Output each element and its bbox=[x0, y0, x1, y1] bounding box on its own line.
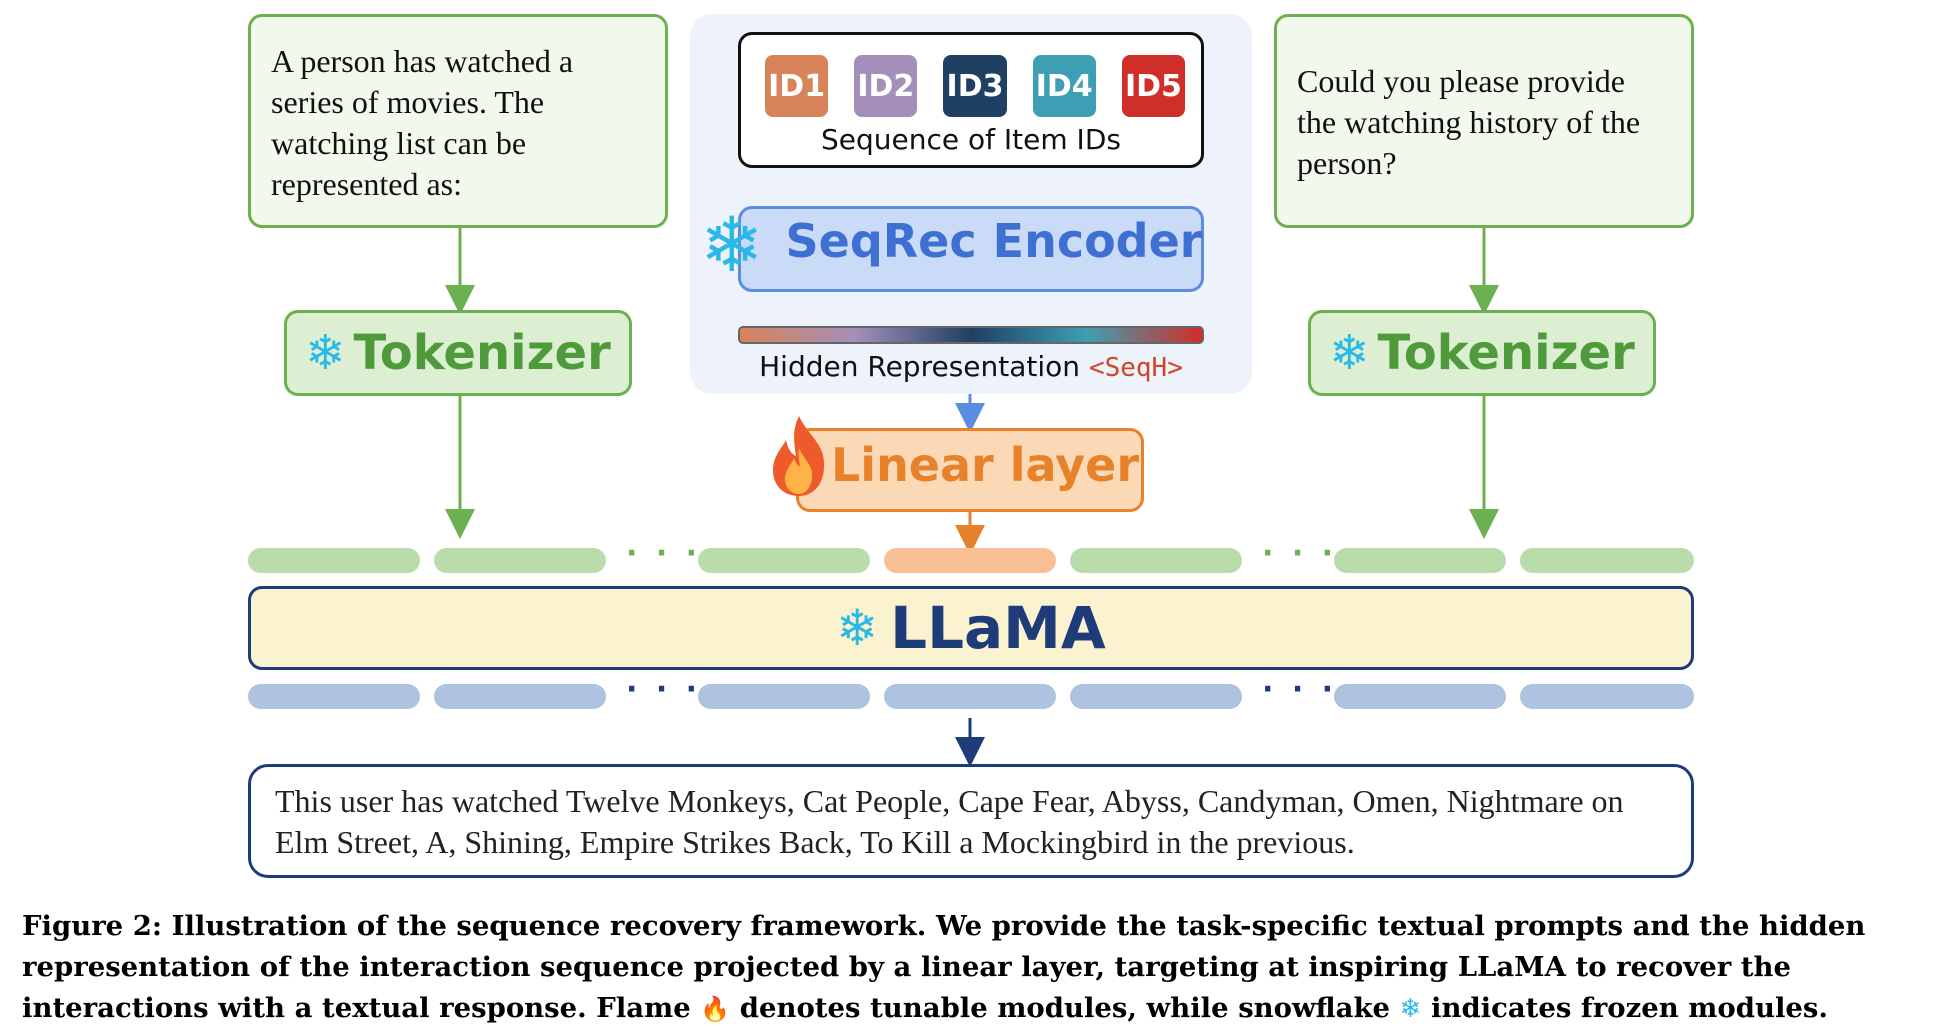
hidden-representation-label: Hidden Representation bbox=[759, 350, 1081, 383]
left-prompt-box: A person has watched a series of movies.… bbox=[248, 14, 668, 228]
input-token bbox=[698, 548, 870, 573]
llama-label: LLaMA bbox=[890, 594, 1106, 662]
ellipsis: · · · bbox=[626, 536, 702, 571]
output-token bbox=[1070, 684, 1242, 709]
caption-suffix: indicates frozen modules. bbox=[1431, 992, 1828, 1024]
caption-middle: denotes tunable modules, while snowflake bbox=[739, 992, 1391, 1024]
output-token bbox=[248, 684, 420, 709]
input-token bbox=[1334, 548, 1506, 573]
output-box: This user has watched Twelve Monkeys, Ca… bbox=[248, 764, 1694, 878]
right-prompt-box: Could you please provide the watching hi… bbox=[1274, 14, 1694, 228]
snowflake-icon: ❄ bbox=[836, 599, 879, 657]
output-token bbox=[1520, 684, 1694, 709]
id-chip-row: ID1 ID2 ID3 ID4 ID5 bbox=[765, 55, 1186, 117]
output-token bbox=[434, 684, 606, 709]
input-token bbox=[1520, 548, 1694, 573]
hidden-representation-bar bbox=[738, 326, 1204, 344]
id-chip: ID2 bbox=[854, 55, 918, 117]
snowflake-icon: ❄ bbox=[700, 200, 764, 289]
output-token bbox=[884, 684, 1056, 709]
flame-icon: 🔥 bbox=[700, 995, 731, 1023]
left-tokenizer-box: ❄ Tokenizer bbox=[284, 310, 632, 396]
snowflake-icon: ❄ bbox=[1399, 994, 1422, 1024]
id-chip: ID3 bbox=[943, 55, 1007, 117]
left-tokenizer-label: Tokenizer bbox=[353, 325, 611, 381]
snowflake-icon: ❄ bbox=[1329, 325, 1370, 381]
sequence-label: Sequence of Item IDs bbox=[821, 123, 1121, 156]
output-token bbox=[698, 684, 870, 709]
id-chip: ID1 bbox=[765, 55, 829, 117]
seqrec-encoder-label: SeqRec Encoder bbox=[785, 214, 1203, 268]
input-token bbox=[1070, 548, 1242, 573]
seqh-tag: <SeqH> bbox=[1088, 353, 1183, 383]
input-token bbox=[248, 548, 420, 573]
output-text: This user has watched Twelve Monkeys, Ca… bbox=[275, 783, 1624, 860]
output-token bbox=[1334, 684, 1506, 709]
seqh-token bbox=[884, 548, 1056, 573]
snowflake-icon: ❄ bbox=[305, 325, 346, 381]
left-prompt-text: A person has watched a series of movies.… bbox=[271, 43, 574, 202]
id-chip: ID5 bbox=[1121, 55, 1186, 117]
id-chip: ID4 bbox=[1032, 55, 1096, 117]
linear-layer-label: Linear layer bbox=[830, 438, 1140, 492]
caption-prefix: Figure 2: Illustration of the sequence r… bbox=[22, 910, 1866, 1024]
figure-caption: Figure 2: Illustration of the sequence r… bbox=[22, 906, 1926, 1030]
seqrec-encoder-box bbox=[738, 206, 1204, 292]
sequence-box: ID1 ID2 ID3 ID4 ID5 Sequence of Item IDs bbox=[738, 32, 1204, 168]
flame-icon bbox=[773, 416, 825, 496]
ellipsis: · · · bbox=[1262, 536, 1338, 571]
right-prompt-text: Could you please provide the watching hi… bbox=[1297, 63, 1641, 181]
llama-box: ❄ LLaMA bbox=[248, 586, 1694, 670]
right-tokenizer-box: ❄ Tokenizer bbox=[1308, 310, 1656, 396]
ellipsis: · · · bbox=[626, 672, 702, 707]
linear-layer-box bbox=[796, 428, 1144, 512]
right-tokenizer-label: Tokenizer bbox=[1377, 325, 1635, 381]
ellipsis: · · · bbox=[1262, 672, 1338, 707]
input-token bbox=[434, 548, 606, 573]
hidden-representation-caption: Hidden Representation <SeqH> bbox=[690, 350, 1252, 383]
